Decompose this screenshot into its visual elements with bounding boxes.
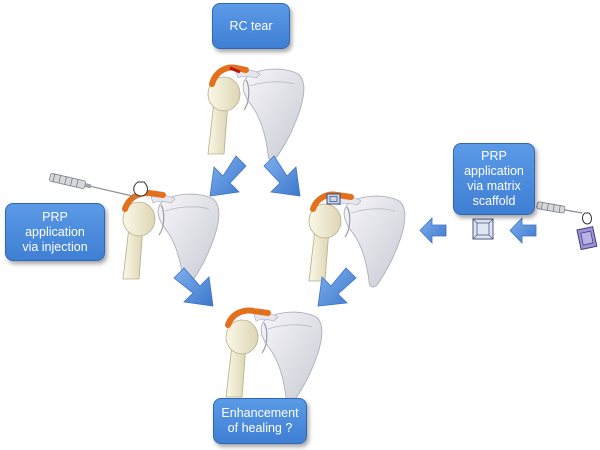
arrow-scaffold-to-right [419, 217, 447, 244]
shoulder-joint-icon [308, 195, 406, 288]
prp-injection-line-1: PRP [42, 209, 68, 224]
scaffold-matrix-icon [576, 226, 598, 251]
rotator-cuff-tendon [225, 307, 271, 328]
rotator-cuff-tendon [209, 64, 249, 87]
shoulder-bottom [225, 307, 323, 404]
healing-line-1: Enhancement [221, 406, 299, 420]
tear-mark [229, 66, 241, 74]
prp-matrix-line-2: application [464, 164, 524, 178]
droplet-icon [582, 212, 592, 225]
shoulder-right [308, 191, 406, 288]
prp-injection-box: PRP application via injection [5, 203, 105, 261]
rc-tear-box: RC tear [212, 3, 290, 49]
syringe-icon [536, 201, 583, 214]
healing-box: Enhancement of healing ? [213, 398, 307, 444]
shoulder-joint-icon [207, 68, 305, 161]
arrow-right-to-bottom [317, 267, 357, 307]
prp-injection-line-2: application [25, 224, 85, 239]
arrow-top-to-left [209, 155, 247, 197]
rotator-cuff-tendon [122, 189, 166, 212]
scaffold-matrix-icon [326, 193, 341, 205]
syringe-icon [49, 173, 136, 198]
shoulder-joint-icon [225, 311, 323, 404]
rc-tear-label: RC tear [229, 18, 273, 33]
prp-matrix-line-3: via matrix [467, 179, 521, 193]
prp-injection-line-3: via injection [22, 239, 88, 254]
prp-matrix-line-4: scaffold [472, 194, 516, 208]
shoulder-top [207, 64, 305, 161]
shoulder-left [122, 189, 220, 286]
scaffold-matrix-icon [472, 218, 494, 240]
prp-matrix-line-1: PRP [481, 149, 507, 163]
injection-droplet [133, 181, 148, 197]
healing-line-2: of healing ? [227, 421, 293, 435]
prp-matrix-box: PRP application via matrix scaffold [453, 143, 535, 215]
arrow-syringe-to-scaffold [509, 217, 537, 244]
arrow-top-to-right [263, 155, 301, 197]
shoulder-joint-icon [122, 193, 220, 286]
arrow-left-to-bottom [173, 267, 214, 307]
